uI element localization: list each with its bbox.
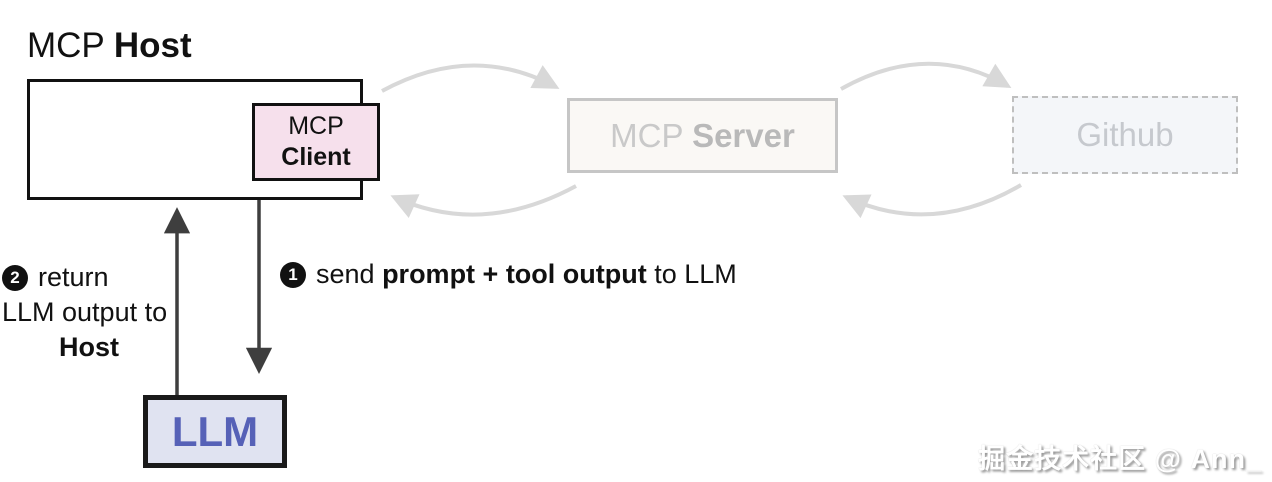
mcp-client-box: MCP Client [252,103,380,181]
cycle-arrow-client-to-server [381,63,560,93]
cycle-arrow-github-to-server [842,183,1023,219]
step-1-label: 1 send prompt + tool output to LLM [280,259,737,290]
step-2-badge: 2 [2,264,28,291]
llm-box: LLM [143,395,287,468]
step-1-text: send prompt + tool output to LLM [316,259,737,289]
step-2-label: 2 return LLM output to Host [2,260,176,365]
step-2-line3: Host [59,332,119,362]
title-normal: MCP [27,26,114,65]
title-bold: Host [113,26,192,65]
watermark: 掘金技术社区 @ Ann_ [978,444,1262,474]
mcp-server-box: MCP Server [567,98,838,173]
step-1-badge: 1 [280,261,306,288]
mcp-client-label-line1: MCP [288,112,344,140]
github-box: Github [1012,96,1238,174]
llm-label: LLM [171,407,259,455]
diagram-title: MCP Host [27,26,192,66]
cycle-arrow-server-to-client [390,184,577,218]
github-label: Github [1076,116,1174,153]
step-2-line2: LLM output to [2,297,168,327]
mcp-client-label-line2: Client [281,143,351,171]
step-2-line1: 2 return [2,260,176,295]
mcp-server-label-normal: MCP [610,116,693,154]
mcp-server-label-bold: Server [692,116,795,154]
cycle-arrow-server-to-github [840,61,1012,91]
